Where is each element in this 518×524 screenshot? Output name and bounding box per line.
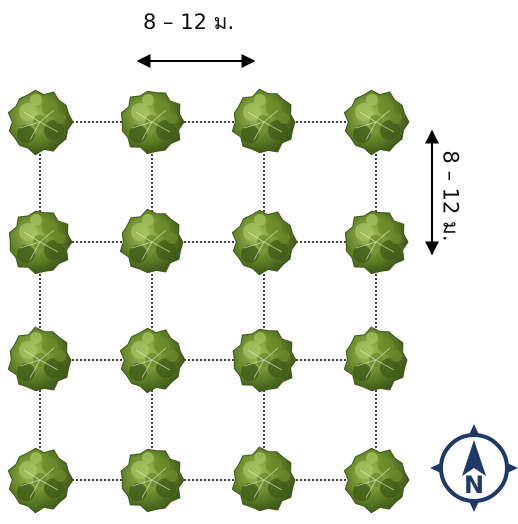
tree-canopy-icon: [343, 326, 408, 392]
tree-canopy-icon: [7, 89, 74, 156]
north-arrow-compass-icon: N: [430, 424, 518, 512]
tree-canopy-icon: [231, 88, 296, 154]
compass-letter: N: [464, 471, 484, 499]
tree-canopy-icon: [119, 208, 184, 274]
tree-canopy-icon: [231, 446, 296, 512]
grid-lines: [39, 121, 377, 481]
tree-canopy-icon: [8, 210, 73, 275]
vertical-spacing-label: 8 – 12 ม.: [438, 150, 463, 242]
tree-canopy-icon: [120, 448, 185, 513]
horizontal-spacing-label: 8 – 12 ม.: [143, 10, 235, 34]
tree-canopy-icon: [7, 447, 74, 514]
tree-canopy-icon: [7, 326, 72, 392]
tree-canopy-icon: [119, 327, 186, 394]
tree-canopy-icon: [120, 90, 185, 155]
tree-canopy-icon: [231, 209, 298, 276]
tree-canopy-icon: [343, 89, 410, 156]
tree-canopy-icon: [343, 447, 410, 514]
tree-canopy-icon: [232, 328, 297, 393]
tree-grid: [7, 88, 410, 514]
tree-canopy-icon: [344, 210, 409, 275]
